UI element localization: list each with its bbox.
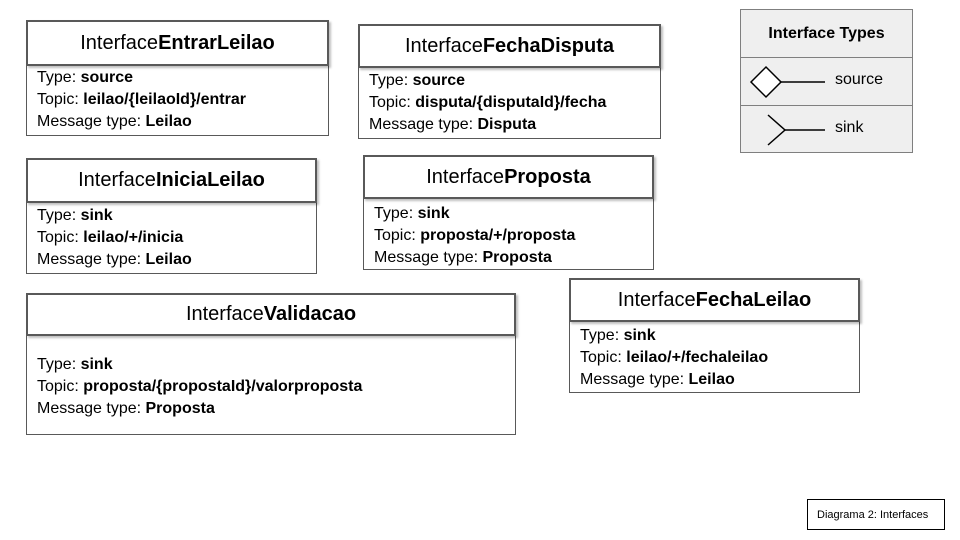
interface-header: Interface EntrarLeilao: [26, 20, 329, 66]
interface-body: Type: sink Topic: proposta/+/proposta Me…: [374, 203, 575, 269]
message-type-value: Proposta: [145, 400, 215, 417]
legend-title: Interface Types: [741, 10, 912, 58]
type-line: Type: sink: [374, 205, 450, 222]
interface-name: FechaLeilao: [695, 288, 812, 311]
interface-card-entrarleilao: Interface EntrarLeilao Type: source Topi…: [26, 20, 329, 136]
topic-line: Topic: proposta/{propostaId}/valorpropos…: [37, 378, 363, 395]
interface-body: Type: sink Topic: leilao/+/fechaleilao M…: [580, 325, 768, 391]
message-type-line: Message type: Proposta: [37, 400, 215, 417]
message-type-value: Proposta: [482, 249, 552, 266]
type-line: Type: source: [369, 72, 466, 89]
topic-line: Topic: proposta/+/proposta: [374, 227, 576, 244]
interface-name: EntrarLeilao: [158, 31, 275, 54]
interface-header: Interface FechaDisputa: [358, 24, 661, 68]
interface-body: Type: source Topic: disputa/{disputaId}/…: [369, 70, 606, 136]
diagram-caption: Diagrama 2: Interfaces: [807, 499, 945, 530]
message-type-value: Leilao: [145, 113, 192, 130]
interface-name: IniciaLeilao: [155, 169, 265, 191]
interface-body: Type: sink Topic: proposta/{propostaId}/…: [37, 354, 362, 420]
interface-header: Interface Validacao: [26, 293, 516, 336]
topic-value: proposta/{propostaId}/valorproposta: [83, 378, 363, 395]
legend-label: source: [835, 71, 884, 88]
interface-prefix: Interface: [617, 288, 696, 311]
type-value: sink: [80, 356, 113, 373]
topic-value: leilao/+/inicia: [83, 229, 184, 246]
type-line: Type: sink: [580, 327, 656, 344]
message-type-line: Message type: Leilao: [37, 251, 192, 268]
interface-body: Type: sink Topic: leilao/+/inicia Messag…: [37, 205, 192, 271]
topic-value: leilao/+/fechaleilao: [626, 349, 769, 366]
interface-card-fechadisputa: Interface FechaDisputa Type: source Topi…: [358, 24, 661, 139]
interface-prefix: Interface: [185, 303, 264, 325]
message-type-value: Leilao: [145, 251, 192, 268]
interface-name: Proposta: [504, 165, 591, 188]
interface-card-fechaleilao: Interface FechaLeilao Type: sink Topic: …: [569, 278, 860, 393]
diamond-connector-icon: [749, 65, 825, 99]
message-type-line: Message type: Proposta: [374, 249, 552, 266]
interface-prefix: Interface: [80, 31, 159, 54]
interface-prefix: Interface: [426, 165, 505, 188]
message-type-value: Disputa: [477, 116, 537, 133]
legend-item-sink: sink: [741, 106, 912, 153]
topic-line: Topic: leilao/+/fechaleilao: [580, 349, 769, 366]
message-type-line: Message type: Leilao: [580, 371, 735, 388]
type-value: sink: [623, 327, 656, 344]
type-value: source: [412, 72, 466, 89]
legend-label: sink: [835, 119, 864, 136]
message-type-line: Message type: Leilao: [37, 113, 192, 130]
type-line: Type: source: [37, 69, 134, 86]
legend-item-source: source: [741, 58, 912, 106]
type-value: source: [80, 69, 134, 86]
fork-connector-icon: [767, 114, 825, 146]
interface-header: Interface Proposta: [363, 155, 654, 199]
interface-types-legend: Interface Types source sink: [740, 9, 913, 153]
type-value: sink: [80, 207, 113, 224]
type-line: Type: sink: [37, 207, 113, 224]
interface-prefix: Interface: [405, 34, 483, 57]
message-type-value: Leilao: [688, 371, 735, 388]
type-line: Type: sink: [37, 356, 113, 373]
interface-card-proposta: Interface Proposta Type: sink Topic: pro…: [363, 155, 654, 270]
topic-value: disputa/{disputaId}/fecha: [415, 94, 607, 111]
interface-body: Type: source Topic: leilao/{leilaoId}/en…: [37, 67, 246, 133]
topic-value: leilao/{leilaoId}/entrar: [83, 91, 246, 108]
interface-header: Interface FechaLeilao: [569, 278, 860, 322]
interface-card-validacao: Interface Validacao Type: sink Topic: pr…: [26, 293, 516, 435]
type-value: sink: [417, 205, 450, 222]
topic-line: Topic: leilao/{leilaoId}/entrar: [37, 91, 246, 108]
interface-header: Interface IniciaLeilao: [26, 158, 317, 203]
interface-name: FechaDisputa: [482, 34, 614, 57]
topic-line: Topic: disputa/{disputaId}/fecha: [369, 94, 607, 111]
topic-line: Topic: leilao/+/inicia: [37, 229, 184, 246]
topic-value: proposta/+/proposta: [420, 227, 576, 244]
interface-prefix: Interface: [78, 169, 156, 191]
interface-card-inicialeilao: Interface IniciaLeilao Type: sink Topic:…: [26, 158, 317, 274]
interface-name: Validacao: [263, 303, 357, 325]
message-type-line: Message type: Disputa: [369, 116, 537, 133]
